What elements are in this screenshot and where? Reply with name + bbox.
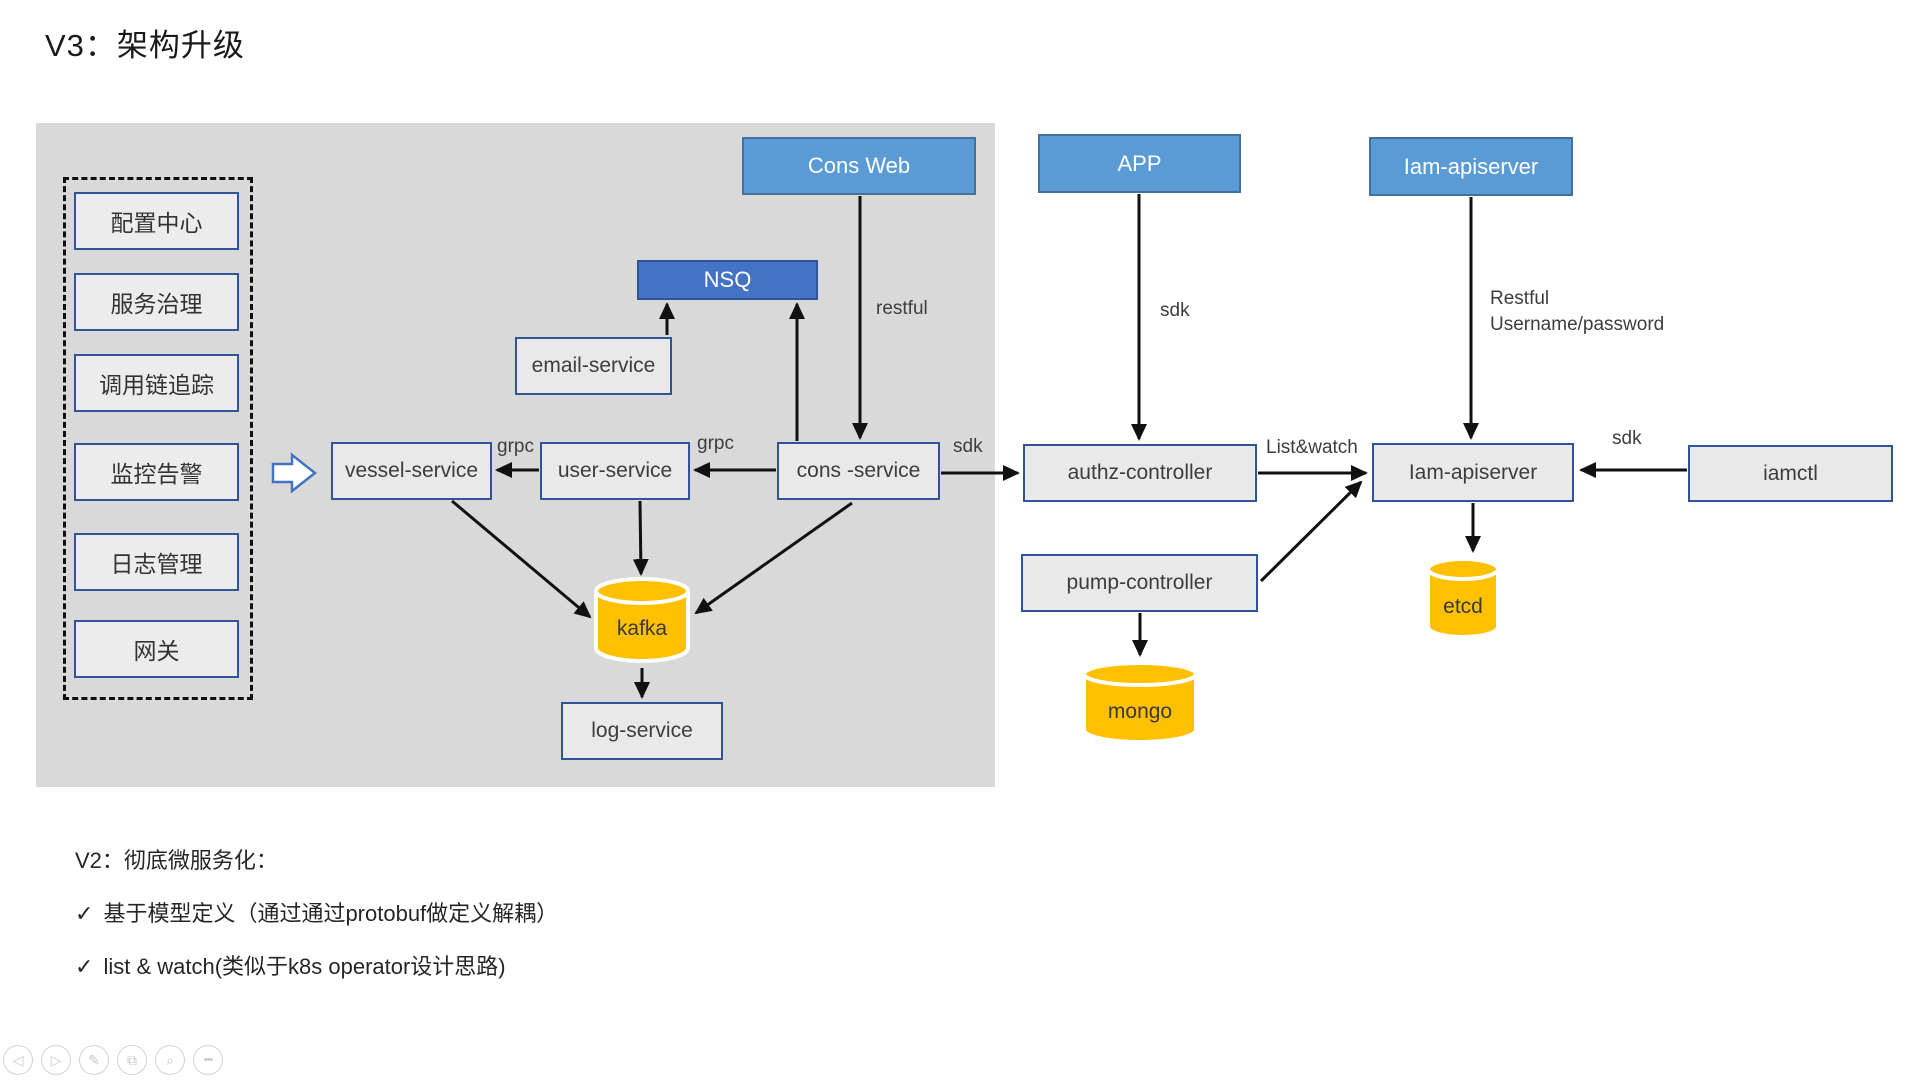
edge-label-grpc-user: grpc — [697, 433, 734, 454]
notes-heading: V2：彻底微服务化： — [75, 848, 278, 873]
capability-item-tracing: 调用链追踪 — [74, 354, 239, 412]
node-kafka: kafka — [592, 576, 692, 666]
node-cons-service: cons -service — [777, 442, 940, 500]
edge-label-sdk-iamctl: sdk — [1612, 428, 1642, 449]
edge-label-grpc-vessel: grpc — [497, 436, 534, 457]
check-icon: ✓ — [75, 954, 94, 979]
pen-icon: ✎ — [88, 1051, 100, 1068]
notes-bullet-1: ✓ 基于模型定义（通过通过protobuf做定义解耦） — [75, 896, 558, 928]
edge-pump-to-iam — [1259, 480, 1363, 583]
edge-label-sdk-app: sdk — [1160, 300, 1190, 321]
kafka-label: kafka — [616, 617, 668, 640]
edge-label-sdk-cons: sdk — [953, 436, 983, 457]
notes-block: V2：彻底微服务化： ✓ 基于模型定义（通过通过protobuf做定义解耦） ✓… — [75, 843, 558, 1002]
capability-item-log-management: 日志管理 — [74, 533, 239, 591]
zoom-tool-button[interactable]: ⌕ — [155, 1045, 185, 1075]
pen-tool-button[interactable]: ✎ — [79, 1045, 109, 1075]
capability-item-gateway: 网关 — [74, 620, 239, 678]
database-cylinder-icon — [1082, 661, 1198, 744]
magnifier-icon: ⌕ — [166, 1051, 174, 1068]
database-cylinder-icon — [1426, 557, 1500, 639]
node-vessel-service: vessel-service — [331, 442, 492, 500]
next-slide-icon: ▷ — [50, 1051, 62, 1068]
capability-item-service-governance: 服务治理 — [74, 273, 239, 331]
edge-label-restful-line2: Username/password — [1490, 314, 1665, 335]
notes-bullet-2-text: list & watch(类似于k8s operator设计思路) — [103, 954, 506, 979]
edge-label-restful-auth: Restful Username/password — [1490, 288, 1664, 336]
next-slide-button[interactable]: ▷ — [41, 1045, 71, 1075]
presentation-toolbar: ◁ ▷ ✎ ⧉ ⌕ ••• — [3, 1045, 223, 1075]
node-email-service: email-service — [515, 337, 672, 395]
node-iam-apiserver-header: Iam-apiserver — [1369, 137, 1573, 196]
database-cylinder-icon — [594, 577, 690, 663]
node-log-service: log-service — [561, 702, 723, 760]
slide-panel-icon: ⧉ — [127, 1051, 137, 1068]
capability-item-config-center: 配置中心 — [74, 192, 239, 250]
node-cons-web: Cons Web — [742, 137, 976, 195]
more-options-button[interactable]: ••• — [193, 1045, 223, 1075]
ellipsis-icon: ••• — [203, 1054, 214, 1066]
node-app: APP — [1038, 134, 1241, 193]
notes-bullet-2: ✓ list & watch(类似于k8s operator设计思路) — [75, 949, 558, 981]
slide-panel-button[interactable]: ⧉ — [117, 1045, 147, 1075]
edge-label-restful: restful — [876, 298, 928, 319]
etcd-label: etcd — [1443, 595, 1483, 618]
check-icon: ✓ — [75, 901, 94, 926]
notes-bullet-1-text: 基于模型定义（通过通过protobuf做定义解耦） — [103, 901, 559, 926]
edge-label-list-watch: List&watch — [1266, 437, 1358, 458]
node-iamctl: iamctl — [1688, 445, 1893, 502]
previous-slide-icon: ◁ — [12, 1051, 24, 1068]
node-etcd: etcd — [1424, 556, 1502, 642]
node-pump-controller: pump-controller — [1021, 554, 1258, 612]
previous-slide-button[interactable]: ◁ — [3, 1045, 33, 1075]
page-title: V3：架构升级 — [45, 28, 245, 63]
capability-group-outline — [63, 177, 253, 700]
node-authz-controller: authz-controller — [1023, 444, 1257, 502]
mongo-label: mongo — [1107, 700, 1173, 723]
node-nsq: NSQ — [637, 260, 818, 300]
node-iam-apiserver: Iam-apiserver — [1372, 443, 1574, 502]
node-mongo: mongo — [1080, 660, 1200, 748]
node-user-service: user-service — [540, 442, 690, 500]
edge-label-restful-line1: Restful — [1490, 288, 1550, 309]
capability-item-monitor-alert: 监控告警 — [74, 443, 239, 501]
